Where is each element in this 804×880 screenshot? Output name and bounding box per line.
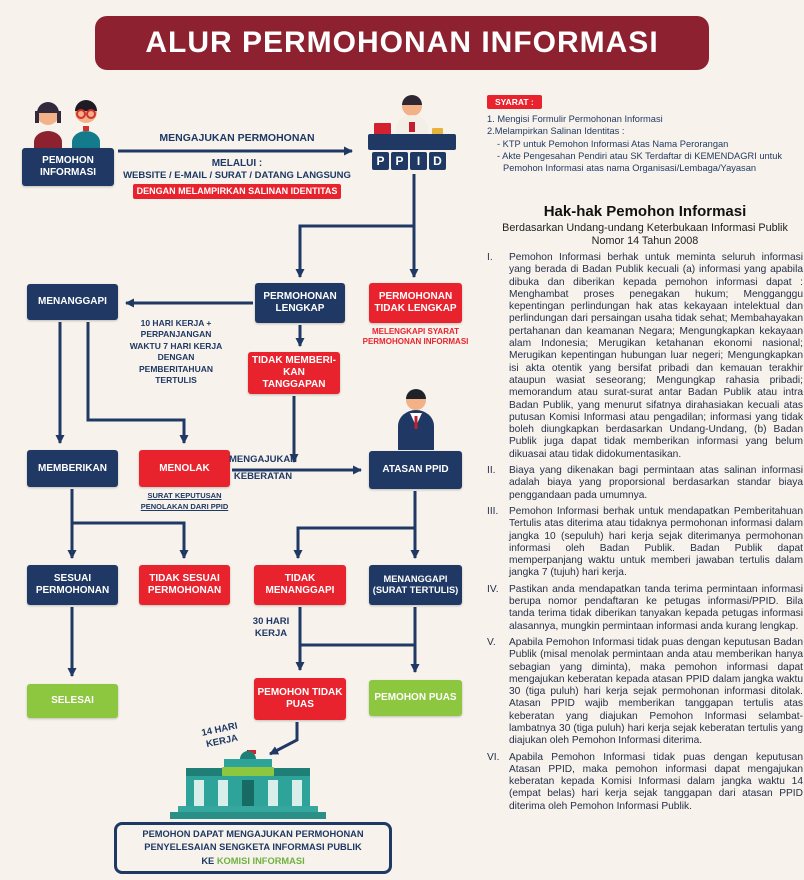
syarat-block: SYARAT : 1. Mengisi Formulir Permohonan …: [487, 92, 803, 174]
node-tidak-sesuai-permohonan: TIDAK SESUAI PERMOHONAN: [139, 565, 230, 605]
ppid-letter-blocks: P P I D: [372, 152, 446, 170]
rights-item-text: Apabila Pemohon Informasi tidak puas den…: [509, 636, 803, 747]
caption-salinan-identitas: DENGAN MELAMPIRKAN SALINAN IDENTITAS: [133, 184, 341, 199]
rights-item-text: Apabila Pemohon Informasi tidak puas den…: [509, 751, 803, 812]
rights-item-numeral: V.: [487, 636, 496, 648]
rights-item-numeral: III.: [487, 505, 499, 517]
rights-item: V. Apabila Pemohon Informasi tidak puas …: [487, 637, 803, 748]
sengketa-line3: KE KOMISI INFORMASI: [201, 855, 304, 868]
rights-item: III. Pemohon Informasi berhak untuk mend…: [487, 506, 803, 580]
node-tidak-memberikan-tanggapan: TIDAK MEMBERI-KAN TANGGAPAN: [248, 352, 340, 394]
ppid-letter: D: [429, 152, 446, 170]
rights-item: VI. Apabila Pemohon Informasi tidak puas…: [487, 752, 803, 813]
node-selesai: SELESAI: [27, 684, 118, 718]
node-pemohon-informasi: PEMOHON INFORMASI: [22, 148, 114, 186]
sengketa-box: PEMOHON DAPAT MENGAJUKAN PERMOHONAN PENY…: [114, 822, 392, 874]
sengketa-line1: PEMOHON DAPAT MENGAJUKAN PERMOHONAN: [142, 828, 364, 839]
rights-item-text: Pemohon Informasi berhak untuk mendapatk…: [509, 505, 803, 579]
syarat-line-4: - Akte Pengesahan Pendiri atau SK Terdaf…: [497, 150, 783, 161]
caption-channels: WEBSITE / E-MAIL / SURAT / DATANG LANGSU…: [123, 170, 351, 181]
rights-item-numeral: II.: [487, 465, 496, 477]
node-pemohon-tidak-puas: PEMOHON TIDAK PUAS: [254, 678, 346, 720]
page-title: ALUR PERMOHONAN INFORMASI: [95, 16, 709, 70]
node-permohonan-tidak-lengkap: PERMOHONAN TIDAK LENGKAP: [369, 283, 462, 323]
node-memberikan: MEMBERIKAN: [27, 450, 118, 487]
rights-item-text: Biaya yang dikenakan bagi permintaan ata…: [509, 465, 803, 501]
node-pemohon-puas: PEMOHON PUAS: [369, 680, 462, 716]
rights-item: IV. Pastikan anda mendapatkan tanda teri…: [487, 584, 803, 633]
rights-subheading: Berdasarkan Undang-undang Keterbukaan In…: [502, 222, 788, 247]
rights-item-numeral: I.: [487, 252, 493, 263]
caption-30-hari-kerja: 30 HARI KERJA: [252, 616, 290, 640]
syarat-line-1: 1. Mengisi Formulir Permohonan Informasi: [487, 114, 663, 124]
rights-item: II. Biaya yang dikenakan bagi permintaan…: [487, 465, 803, 502]
caption-melengkapi-syarat: MELENGKAPI SYARAT PERMOHONAN INFORMASI: [362, 327, 469, 347]
caption-mengajukan-keberatan: MENGAJUKAN KEBERATAN: [228, 454, 298, 482]
node-permohonan-lengkap: PERMOHONAN LENGKAP: [255, 283, 345, 323]
ppid-officer-illustration: [368, 95, 456, 150]
syarat-line-3: - KTP untuk Pemohon Informasi Atas Nama …: [497, 138, 729, 149]
rights-item-text: Pastikan anda mendapatkan tanda terima p…: [509, 583, 803, 632]
syarat-line-2: 2.Melampirkan Salinan Identitas :: [487, 126, 625, 137]
ppid-letter: I: [410, 152, 427, 170]
komisi-informasi-building-illustration: [170, 750, 326, 819]
node-sesuai-permohonan: SESUAI PERMOHONAN: [27, 565, 118, 605]
node-tidak-menanggapi: TIDAK MENANGGAPI: [254, 565, 346, 605]
rights-item-numeral: VI.: [487, 751, 500, 763]
node-menanggapi-surat-tertulis: MENANGGAPI (SURAT TERTULIS): [369, 565, 462, 605]
caption-mengajukan-permohonan: MENGAJUKAN PERMOHONAN: [159, 132, 315, 144]
caption-10-hari-kerja: 10 HARI KERJA + PERPANJANGAN WAKTU 7 HAR…: [129, 318, 223, 386]
rights-list: I. Pemohon Informasi berhak untuk memint…: [487, 252, 803, 817]
rights-item: I. Pemohon Informasi berhak untuk memint…: [487, 252, 803, 461]
rights-item-text: Pemohon Informasi berhak untuk meminta s…: [509, 252, 803, 460]
caption-melalui: MELALUI :: [211, 158, 263, 169]
sengketa-komisi-informasi: KOMISI INFORMASI: [216, 855, 305, 866]
syarat-lines: 1. Mengisi Formulir Permohonan Informasi…: [487, 113, 803, 174]
node-menanggapi: MENANGGAPI: [27, 284, 118, 320]
ppid-letter: P: [372, 152, 389, 170]
pemohon-people-illustration: [34, 100, 100, 150]
sengketa-line2: PENYELESAIAN SENGKETA INFORMASI PUBLIK: [144, 842, 362, 853]
rights-item-numeral: IV.: [487, 583, 499, 595]
ppid-letter: P: [391, 152, 408, 170]
node-atasan-ppid: ATASAN PPID: [369, 451, 462, 489]
caption-surat-keputusan-penolakan: SURAT KEPUTUSAN PENOLAKAN DARI PPID: [140, 491, 229, 511]
syarat-label: SYARAT :: [487, 95, 542, 109]
syarat-line-5: Pemohon Informasi atas nama Organisasi/L…: [503, 163, 757, 174]
atasan-ppid-illustration: [398, 389, 434, 450]
sengketa-ke: KE: [201, 855, 215, 866]
rights-heading: Hak-hak Pemohon Informasi: [543, 203, 747, 220]
node-menolak: MENOLAK: [139, 450, 230, 487]
